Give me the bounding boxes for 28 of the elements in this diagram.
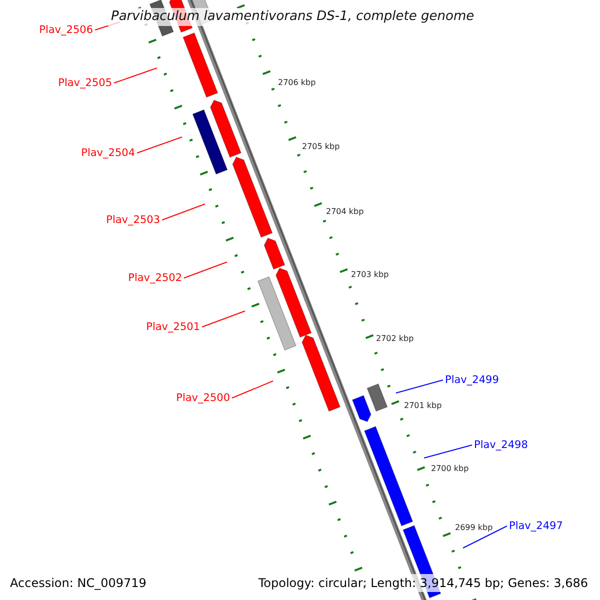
gene-label: Plav_2498 [474,439,528,451]
leader-line [424,444,472,458]
leader-line [162,204,206,220]
gene-label: Plav_2499 [445,374,499,386]
gene-label: Plav_2504 [81,147,135,159]
gene-label: Plav_2503 [106,214,160,226]
leader-line [396,380,444,394]
scale-label: 2700 kbp [431,464,469,474]
leader-line [462,526,508,548]
leader-line [136,136,182,154]
gene-label: Plav_2501 [146,321,200,333]
gene-label: Plav_2502 [128,272,182,284]
gene-label: Plav_2497 [509,520,563,532]
scale-label: 2699 kbp [455,523,493,533]
scale-label: 2701 kbp [404,401,442,411]
gene-label: Plav_2500 [176,392,230,404]
leader-line [114,68,158,84]
leader-line [184,262,228,278]
leader-line [232,380,274,398]
scale-label: 2706 kbp [278,78,316,88]
genome-info-text: Topology: circular; Length: 3,914,745 bp; Genes: 3,686 [256,574,590,592]
scale-label: 2705 kbp [302,142,340,152]
scale-label: 2703 kbp [351,270,389,280]
gene-label: Plav_2506 [39,24,93,36]
scale-label: 2704 kbp [326,207,364,217]
leader-line [202,310,246,328]
scale-label: 2702 kbp [376,334,414,344]
gene-label: Plav_2505 [58,77,112,89]
